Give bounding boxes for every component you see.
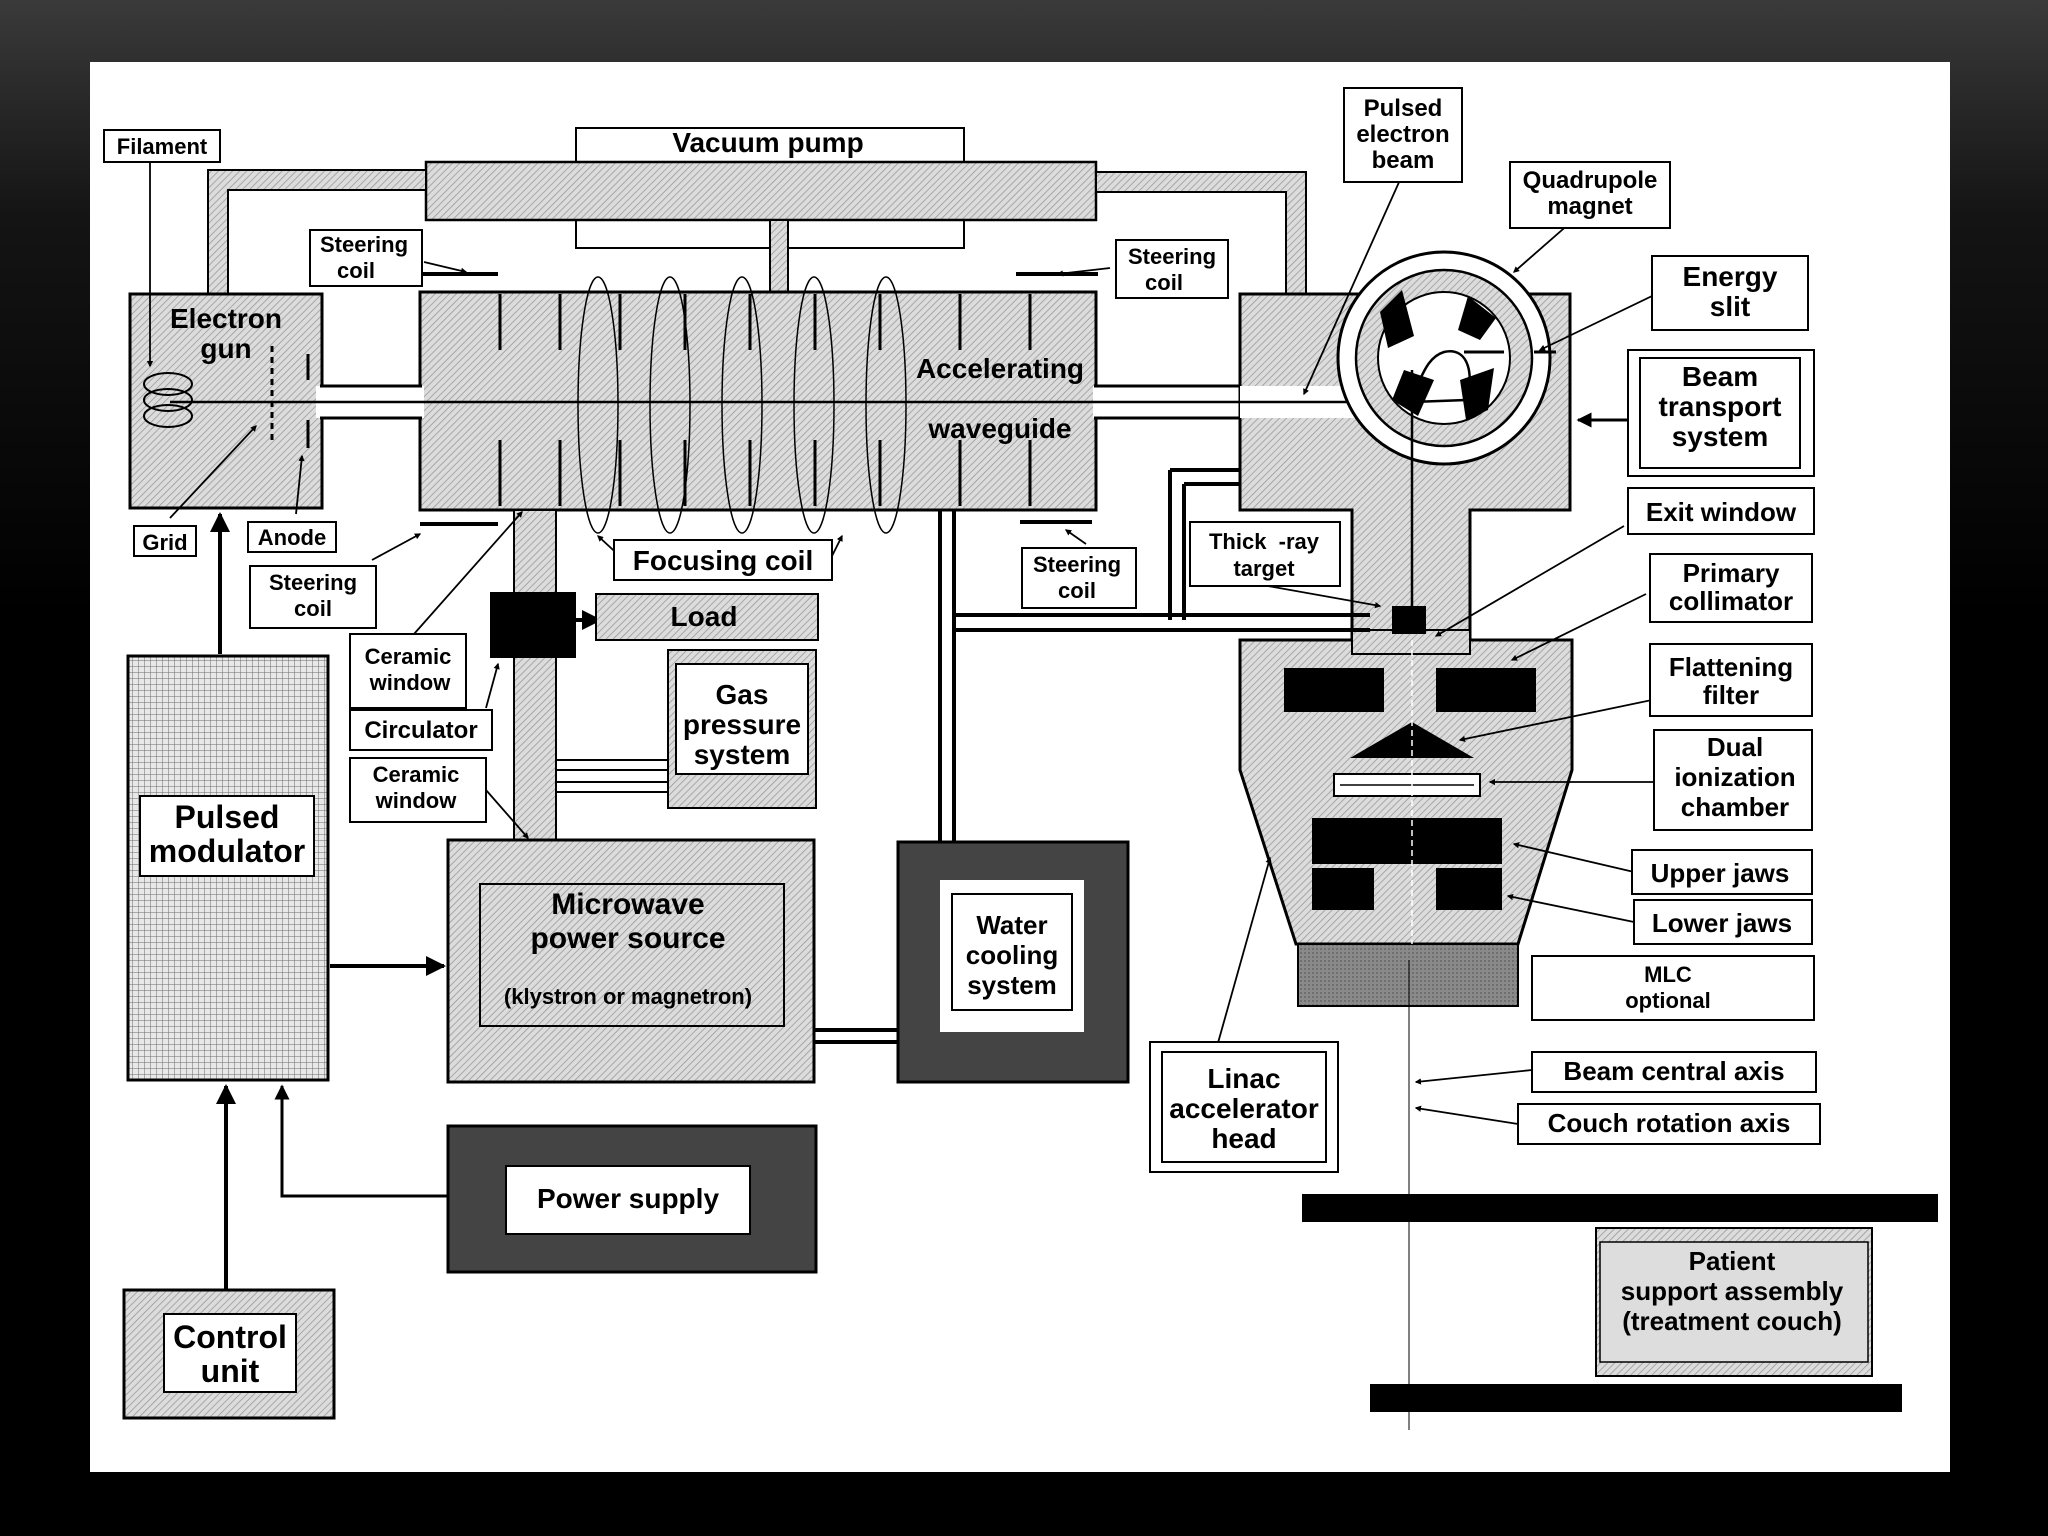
microwave-label-1: Microwave: [551, 888, 704, 921]
primary-collimator-label-2: collimator: [1669, 586, 1793, 616]
patient-support-label-2: support assembly: [1621, 1276, 1844, 1306]
lower-jaws-label: Lower jaws: [1652, 908, 1792, 938]
upper-jaws-label: Upper jaws: [1651, 858, 1790, 888]
power-supply-label: Power supply: [537, 1183, 719, 1214]
mlc-label-2: optional: [1625, 988, 1711, 1013]
load-label: Load: [671, 601, 738, 632]
gas-pressure-label-3: system: [694, 739, 791, 770]
anode-label: Anode: [258, 525, 326, 550]
leader-lines: [146, 162, 1654, 1125]
xray-target: [1392, 606, 1426, 634]
control-unit-label-1: Control: [173, 1319, 287, 1355]
label-boxes: [103, 87, 1821, 1173]
circulator-label: Circulator: [364, 717, 477, 744]
beam-transport-label-2: transport: [1659, 391, 1782, 422]
water-cooling-label-1: Water: [976, 910, 1047, 940]
energy-slit-label-1: Energy: [1683, 261, 1778, 292]
linac-head-label-1: Linac: [1207, 1063, 1280, 1094]
steering-coil-tl-label-2: coil: [337, 258, 375, 283]
filament-label: Filament: [117, 134, 208, 159]
flattening-filter-label-2: filter: [1703, 680, 1759, 710]
treatment-head: [1238, 606, 1574, 1007]
couch-base: [1370, 1384, 1902, 1412]
vacuum-pump-label: Vacuum pump: [672, 127, 863, 158]
water-cooling-system: [896, 840, 1130, 1084]
electron-gun-label-2: gun: [200, 333, 251, 364]
beam-transport-label-1: Beam: [1682, 361, 1758, 392]
couch-top: [1302, 1194, 1938, 1222]
vacuum-system: [207, 127, 1307, 301]
gas-pressure-label-1: Gas: [716, 679, 769, 710]
ceramic-window-2-label-1: Ceramic: [373, 762, 460, 787]
microwave-label-2: power source: [530, 922, 725, 955]
filament-coil: [143, 372, 193, 428]
steering-coil-tr-label-2: coil: [1145, 270, 1183, 295]
beam-central-axis-label: Beam central axis: [1563, 1056, 1784, 1086]
patient-support-label-1: Patient: [1689, 1246, 1776, 1276]
mlc-block: [1297, 943, 1519, 1007]
energy-slit-label-2: slit: [1710, 291, 1750, 322]
exit-window-label: Exit window: [1646, 497, 1797, 527]
focusing-coil-label: Focusing coil: [633, 545, 813, 576]
steering-coil-br-label-2: coil: [1058, 578, 1096, 603]
steering-coil-bl-label-2: coil: [294, 596, 332, 621]
ceramic-window-2-label-2: window: [375, 788, 458, 813]
pulsed-electron-beam-label-2: electron: [1356, 121, 1449, 148]
pulsed-modulator-label-2: modulator: [149, 833, 305, 869]
water-cooling-label-3: system: [967, 970, 1057, 1000]
accelerating-label: Accelerating: [916, 353, 1084, 384]
flattening-filter-label-1: Flattening: [1669, 652, 1793, 682]
patient-support-label-3: (treatment couch): [1622, 1306, 1842, 1336]
text-labels: Filament Vacuum pump Pulsed electron bea…: [117, 95, 1844, 1389]
electron-gun-label-1: Electron: [170, 303, 282, 334]
steering-coil-bl-label-1: Steering: [269, 570, 357, 595]
primary-collimator-label-1: Primary: [1683, 558, 1780, 588]
ceramic-window-1-label-1: Ceramic: [365, 644, 452, 669]
quadrupole-magnet-label-1: Quadrupole: [1523, 167, 1658, 194]
circulator-block: [490, 592, 576, 658]
thick-xray-target-label-2: target: [1233, 556, 1295, 581]
pulsed-electron-beam-label-3: beam: [1372, 147, 1435, 174]
control-unit: [122, 1288, 336, 1420]
steering-coil-br-label-1: Steering: [1033, 552, 1121, 577]
focusing-coil-loops: [577, 276, 907, 534]
couch-rotation-axis-label: Couch rotation axis: [1548, 1108, 1791, 1138]
steering-coil-bars: [418, 272, 1098, 526]
linac-head-label-2: accelerator: [1169, 1093, 1319, 1124]
power-supply: [446, 1124, 818, 1274]
pulsed-modulator: [126, 654, 330, 1082]
signal-arrows: [210, 412, 1642, 1290]
waveguide-label: waveguide: [927, 413, 1071, 444]
thick-xray-target-label-1: Thick -ray: [1209, 529, 1320, 554]
patient-support-assembly: [1595, 1227, 1873, 1377]
klystron-label: (klystron or magnetron): [504, 984, 752, 1009]
pulsed-electron-beam-label-1: Pulsed: [1364, 95, 1443, 122]
steering-coil-tl-label-1: Steering: [320, 232, 408, 257]
dual-ionization-label-3: chamber: [1681, 792, 1789, 822]
accelerating-waveguide: [128, 272, 1360, 534]
dual-ionization-label-2: ionization: [1674, 762, 1795, 792]
grid-label: Grid: [142, 530, 187, 555]
linac-head-label-3: head: [1211, 1123, 1276, 1154]
steering-coil-tr-label-1: Steering: [1128, 244, 1216, 269]
gas-pressure-label-2: pressure: [683, 709, 801, 740]
ceramic-window-1-label-2: window: [369, 670, 452, 695]
pulsed-modulator-label-1: Pulsed: [175, 799, 280, 835]
dual-ionization-label-1: Dual: [1707, 732, 1763, 762]
quadrupole-magnet-label-2: magnet: [1547, 193, 1632, 220]
beam-transport-label-3: system: [1672, 421, 1769, 452]
water-cooling-label-2: cooling: [966, 940, 1058, 970]
beam-transport-housing: [1238, 250, 1572, 652]
mlc-label-1: MLC: [1644, 962, 1692, 987]
control-unit-label-2: unit: [201, 1353, 260, 1389]
